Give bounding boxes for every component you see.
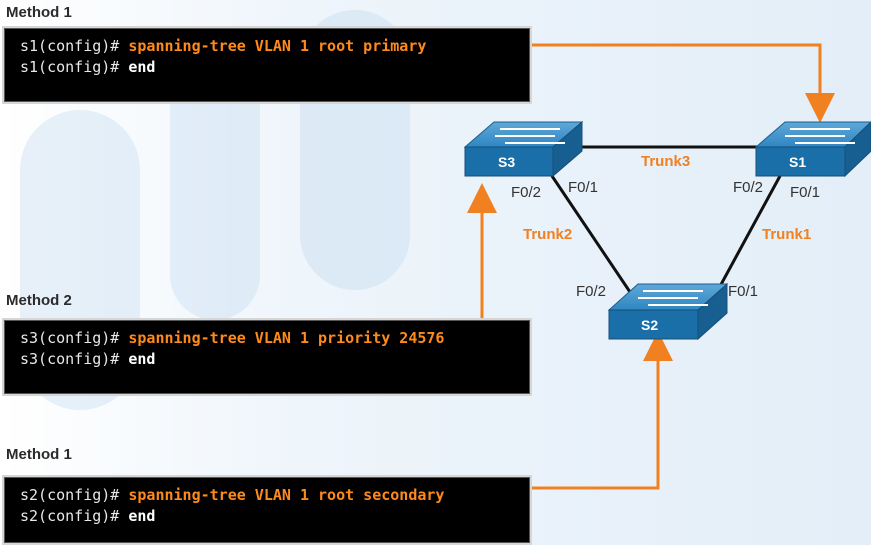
switch-s1-icon: S1 (754, 121, 871, 178)
port-label: F0/2 (511, 184, 541, 201)
trunk-label: Trunk2 (523, 226, 572, 243)
command: spanning-tree VLAN 1 root secondary (128, 486, 445, 504)
port-label: F0/2 (576, 283, 606, 300)
terminal-line: s2(config)# spanning-tree VLAN 1 root se… (20, 485, 530, 506)
link-trunk2 (550, 175, 632, 293)
command: spanning-tree VLAN 1 priority 24576 (128, 329, 445, 347)
prompt: s3(config)# (20, 350, 129, 368)
port-label: F0/1 (790, 184, 820, 201)
switch-s3-icon: S3 (463, 120, 584, 178)
command: spanning-tree VLAN 1 root primary (128, 37, 427, 55)
end-command: end (128, 350, 156, 368)
switch-s3-label: S3 (498, 154, 515, 170)
switch-s2-label: S2 (641, 317, 658, 333)
prompt: s1(config)# (20, 37, 129, 55)
port-label: F0/1 (728, 283, 758, 300)
terminal-s1: s1(config)# spanning-tree VLAN 1 root pr… (2, 26, 532, 104)
prompt: s1(config)# (20, 58, 129, 76)
prompt: s2(config)# (20, 507, 129, 525)
link-trunk1 (716, 175, 782, 291)
terminal-line: s2(config)# end (20, 506, 530, 527)
terminal-line: s3(config)# spanning-tree VLAN 1 priorit… (20, 328, 530, 349)
port-label: F0/2 (733, 179, 763, 196)
method-3-label: Method 1 (6, 446, 72, 463)
method-1-label: Method 1 (6, 4, 72, 21)
switch-s2-icon: S2 (607, 282, 729, 341)
end-command: end (128, 507, 156, 525)
terminal-s3: s3(config)# spanning-tree VLAN 1 priorit… (2, 318, 532, 396)
method-2-label: Method 2 (6, 292, 72, 309)
trunk-label: Trunk3 (641, 153, 690, 170)
terminal-line: s1(config)# spanning-tree VLAN 1 root pr… (20, 36, 530, 57)
switch-s1-label: S1 (789, 154, 806, 170)
arrow-to-s2 (532, 331, 673, 490)
terminal-line: s3(config)# end (20, 349, 530, 370)
prompt: s2(config)# (20, 486, 129, 504)
end-command: end (128, 58, 156, 76)
trunk-label: Trunk1 (762, 226, 811, 243)
arrow-to-s1 (532, 43, 835, 123)
port-label: F0/1 (568, 179, 598, 196)
prompt: s3(config)# (20, 329, 129, 347)
terminal-line: s1(config)# end (20, 57, 530, 78)
